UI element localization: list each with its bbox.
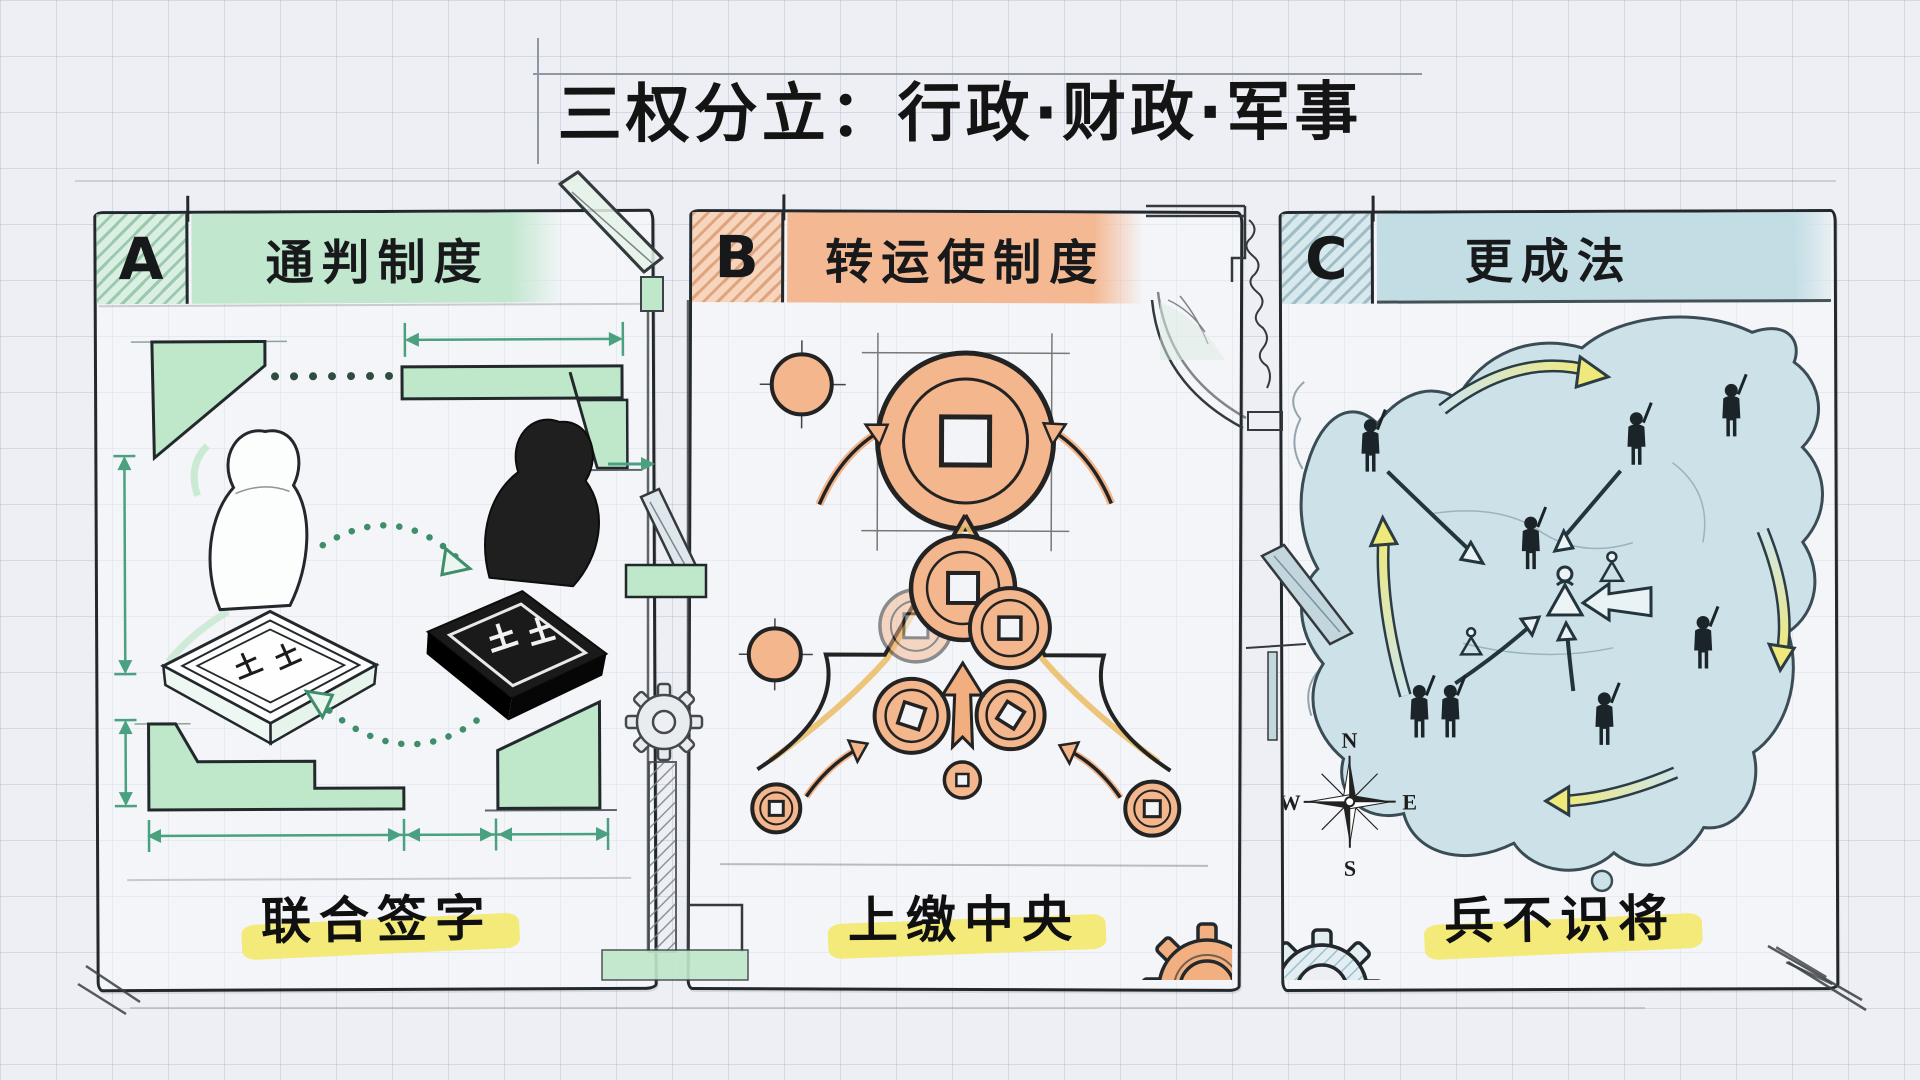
upward-chevron bbox=[756, 514, 1172, 773]
dotted-line bbox=[271, 371, 394, 381]
panel-a-header: A 通判制度 bbox=[96, 195, 651, 305]
converging-arrows bbox=[1386, 469, 1653, 692]
dimension-arrow-top bbox=[403, 321, 625, 357]
small-coin-icons bbox=[750, 533, 1182, 838]
panel-c-garrison-rotation: N S W E C 更成法 兵不识将 bbox=[1278, 195, 1840, 992]
highlighted-text: 兵不识将 bbox=[1438, 878, 1683, 953]
crosshair-coin bbox=[738, 340, 846, 691]
stepped-profile bbox=[134, 722, 406, 812]
panel-c-letter: C bbox=[1281, 213, 1374, 304]
outline-stamp-icon bbox=[160, 429, 380, 746]
corner-strokes bbox=[1775, 946, 1833, 986]
rotation-arrows bbox=[1368, 354, 1797, 818]
black-stamp-icon bbox=[425, 418, 609, 721]
compass-n: N bbox=[1341, 728, 1357, 753]
compass-rose: N S W E bbox=[1282, 728, 1417, 881]
panel-c-sketch: N S W E bbox=[1282, 315, 1833, 986]
highlighted-text: 联合签字 bbox=[254, 878, 499, 954]
panel-b-caption: 上缴中央 bbox=[690, 878, 1238, 954]
panel-a-letter: A bbox=[96, 213, 189, 305]
commander-icon bbox=[1545, 565, 1585, 617]
panel-a-tongpan-system: A 通判制度 联合签字 bbox=[93, 195, 658, 993]
panel-a-caption: 联合签字 bbox=[99, 876, 655, 956]
panel-a-sketch bbox=[98, 302, 650, 882]
header-overshoot-tick bbox=[782, 194, 786, 221]
panel-b-sketch bbox=[720, 332, 1209, 867]
dimension-arrows-bottom bbox=[147, 817, 611, 852]
panel-c-header: C 更成法 bbox=[1281, 195, 1834, 304]
panel-c-caption: 兵不识将 bbox=[1284, 876, 1837, 956]
large-coin-icon bbox=[875, 350, 1057, 532]
seal-marks-white bbox=[489, 616, 557, 653]
green-triangle bbox=[130, 339, 287, 462]
compass-w: W bbox=[1282, 790, 1301, 815]
panel-c-title: 更成法 bbox=[1376, 212, 1831, 304]
dimension-arrows-left bbox=[113, 454, 137, 808]
panel-b-transport-commissioner: B 转运使制度 上缴中央 bbox=[686, 194, 1244, 992]
central-up-arrow bbox=[939, 660, 986, 751]
dotted-cycle-arrows bbox=[303, 522, 480, 748]
header-overshoot-tick bbox=[1371, 195, 1375, 222]
angled-block bbox=[484, 699, 617, 812]
panel-a-title: 通判制度 bbox=[191, 212, 564, 304]
page-title: 三权分立：行政·财政·军事 bbox=[557, 75, 1363, 153]
upward-arrows-bottom bbox=[803, 738, 1124, 800]
compass-s: S bbox=[1344, 856, 1356, 881]
seal-marks bbox=[235, 643, 303, 681]
upward-arrows-top bbox=[815, 421, 1116, 507]
panel-b-header: B 转运使制度 bbox=[692, 194, 1240, 304]
header-overshoot-tick bbox=[186, 195, 190, 222]
highlighted-text: 上缴中央 bbox=[842, 879, 1086, 953]
panel-b-title: 转运使制度 bbox=[787, 212, 1144, 304]
panel-b-letter: B bbox=[692, 212, 785, 303]
compass-e: E bbox=[1402, 789, 1417, 814]
camp-icons bbox=[1459, 551, 1626, 656]
